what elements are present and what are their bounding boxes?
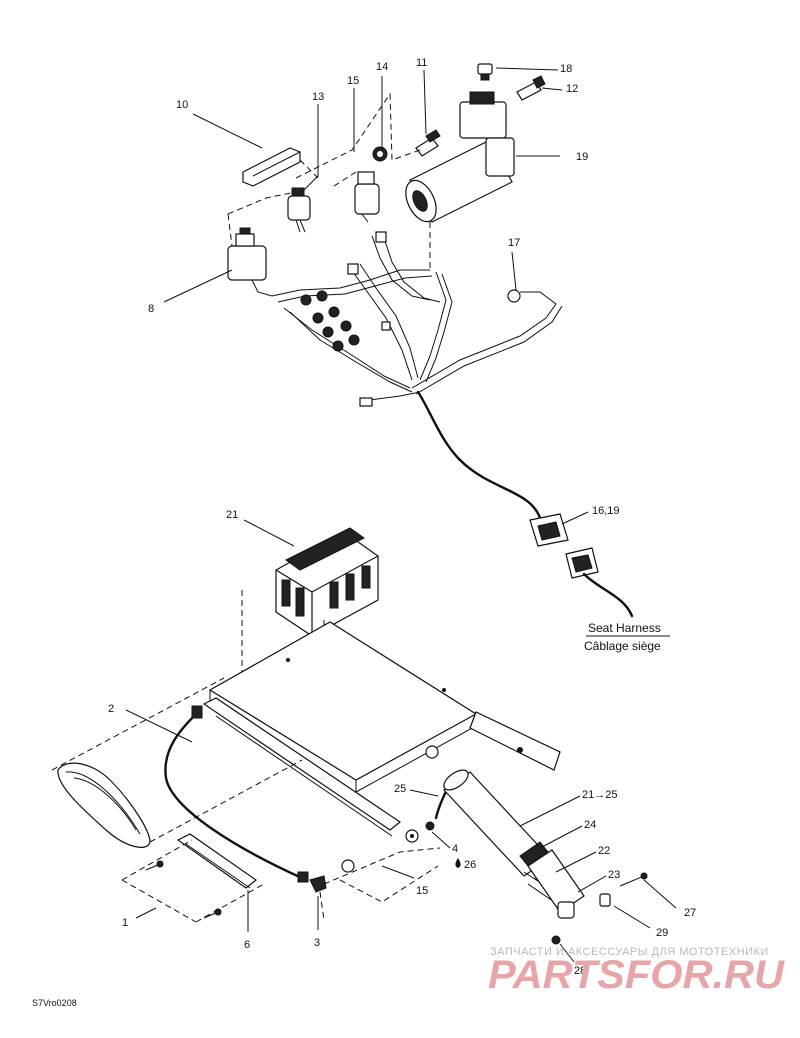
callout-14: 14 bbox=[376, 61, 388, 73]
part-12-fitting bbox=[516, 75, 546, 101]
callout-24: 24 bbox=[584, 819, 596, 831]
callout-6: 6 bbox=[244, 939, 250, 951]
callout-3: 3 bbox=[314, 937, 320, 949]
callout-19: 19 bbox=[576, 151, 588, 163]
callout-10: 10 bbox=[176, 99, 188, 111]
drawing-reference: S7Vro0208 bbox=[32, 998, 77, 1008]
seat-harness-cable bbox=[416, 390, 542, 520]
part-11-fitting bbox=[415, 129, 441, 157]
part-22-shock bbox=[443, 769, 585, 919]
seat-base-plate bbox=[208, 621, 478, 793]
callout-18: 18 bbox=[560, 63, 572, 75]
screws bbox=[145, 860, 222, 919]
callout-27: 27 bbox=[684, 907, 696, 919]
part-14-nut bbox=[372, 146, 388, 162]
callout-17: 17 bbox=[508, 237, 520, 249]
callout-25: 25 bbox=[394, 783, 406, 795]
callout-28: 28 bbox=[574, 965, 586, 977]
callout-21-25: 21→25 bbox=[582, 789, 617, 801]
watermark-tagline: ЗАПЧАСТИ И АКСЕССУАРЫ ДЛЯ МОТОТЕХНИКИ bbox=[490, 946, 769, 958]
alignment-lines-top bbox=[227, 92, 431, 270]
part-19-compressor bbox=[405, 91, 515, 223]
part-10-bracket bbox=[242, 147, 301, 187]
callout-21: 21 bbox=[226, 509, 238, 521]
callout-4: 4 bbox=[452, 843, 458, 855]
alignment-lines-bottom bbox=[51, 677, 441, 923]
callout-11: 11 bbox=[416, 57, 427, 69]
callout-8: 8 bbox=[148, 303, 154, 315]
part-15-valve bbox=[354, 171, 380, 223]
part-8-switch bbox=[227, 227, 273, 297]
watermark-brand: PARTSFOR.RU bbox=[488, 953, 785, 997]
main-harness bbox=[271, 231, 563, 407]
part-16-19-connector bbox=[529, 513, 634, 618]
harness-label-en: Seat Harness bbox=[588, 621, 661, 635]
callout-15-top: 15 bbox=[347, 75, 359, 87]
hardware-27-28-29 bbox=[551, 872, 648, 945]
part-3-elbow bbox=[309, 875, 327, 893]
callout-23: 23 bbox=[608, 869, 620, 881]
leader-lines bbox=[125, 67, 677, 963]
callouts: 10 13 15 14 11 18 12 19 17 8 16,19 21 2 … bbox=[108, 57, 696, 977]
drop-icon bbox=[455, 858, 461, 868]
callout-29: 29 bbox=[656, 927, 668, 939]
callout-2: 2 bbox=[108, 703, 114, 715]
part-4-washer bbox=[341, 821, 435, 873]
callout-13: 13 bbox=[312, 91, 324, 103]
harness-label-fr: Câblage siège bbox=[584, 639, 661, 653]
part-18-cap bbox=[477, 63, 493, 81]
callout-15-bottom: 15 bbox=[416, 885, 428, 897]
callout-22: 22 bbox=[598, 845, 610, 857]
callout-12: 12 bbox=[566, 83, 578, 95]
seat-harness-label: Seat Harness Câblage siège bbox=[584, 621, 661, 653]
callout-16-19: 16,19 bbox=[592, 505, 620, 517]
callout-1: 1 bbox=[122, 917, 128, 929]
seat-rail bbox=[202, 697, 561, 837]
watermark: ЗАПЧАСТИ И АКСЕССУАРЫ ДЛЯ МОТОТЕХНИКИ PA… bbox=[488, 946, 785, 997]
part-13-sensor bbox=[287, 187, 311, 233]
part-1-cushion bbox=[57, 762, 151, 848]
callout-26: 26 bbox=[464, 859, 476, 871]
part-6-strip bbox=[176, 833, 258, 889]
part-21-valve-block bbox=[275, 527, 379, 637]
